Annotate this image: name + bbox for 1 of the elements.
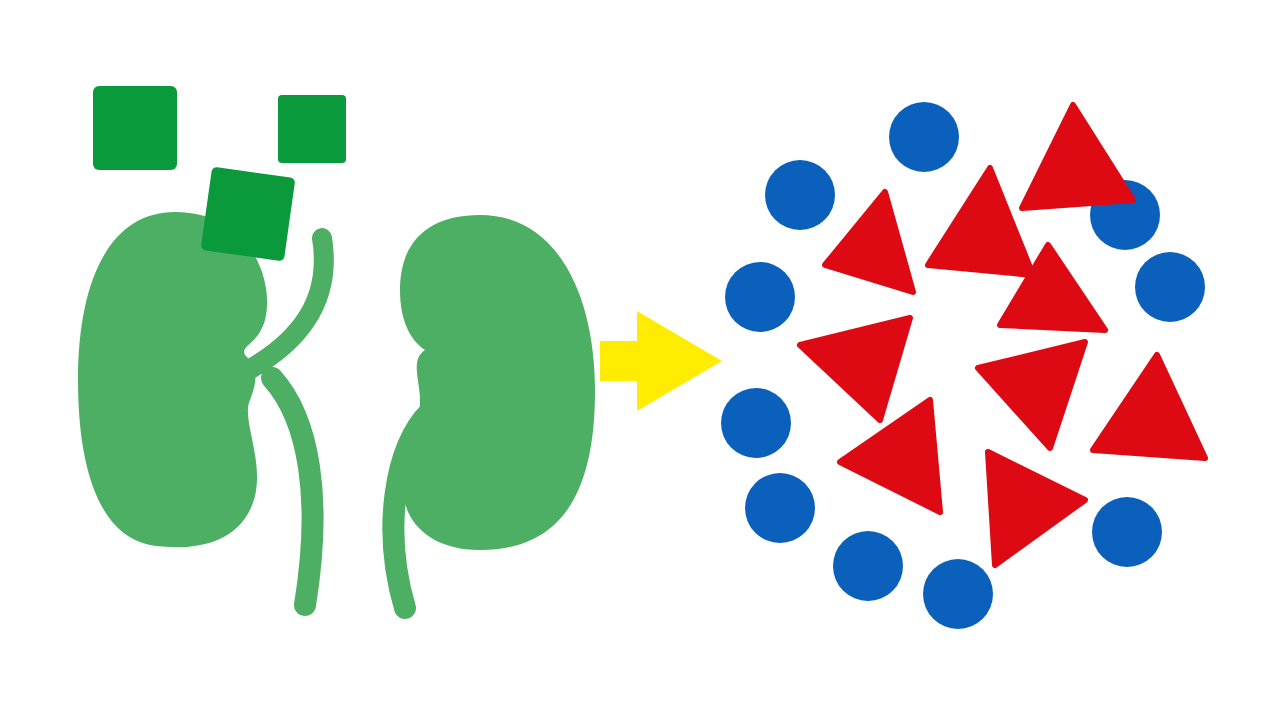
arrow [600, 311, 722, 411]
